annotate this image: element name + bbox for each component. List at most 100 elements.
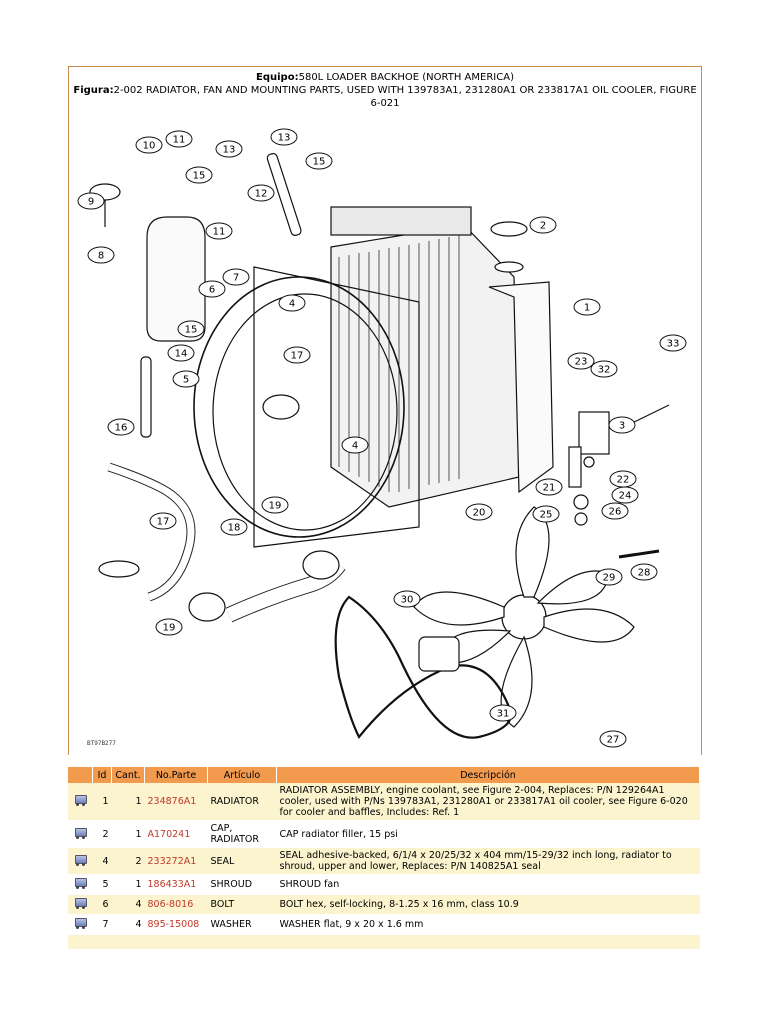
parts-table: Id Cant. No.Parte Artículo Descripción 1… [68, 767, 700, 950]
shopping-cart-icon[interactable] [74, 827, 87, 839]
equipment-line: Equipo:580L LOADER BACKHOE (NORTH AMERIC… [256, 72, 514, 83]
row-cart-cell[interactable] [68, 874, 93, 895]
row-qty: 4 [111, 894, 145, 915]
radiator-side-tank [488, 281, 554, 494]
row-cart-cell[interactable] [68, 820, 93, 848]
callout-bubble [247, 184, 275, 202]
callout-bubble [198, 280, 226, 298]
row-qty: 4 [111, 914, 145, 935]
shopping-cart-icon[interactable] [74, 897, 87, 909]
figure-line: Figura:2-002 RADIATOR, FAN AND MOUNTING … [73, 85, 697, 109]
callout-number: 28 [638, 568, 651, 579]
callout-number: 15 [185, 325, 198, 336]
callout-bubble [165, 130, 193, 148]
callout-number: 18 [228, 523, 241, 534]
callout-bubble [107, 418, 135, 436]
callout-bubble [77, 192, 105, 210]
callout-number: 13 [278, 133, 291, 144]
row-cart-cell[interactable] [68, 894, 93, 915]
row-part-number-link[interactable]: 234876A1 [144, 783, 208, 821]
callout-number: 17 [291, 351, 304, 362]
callout-bubble [149, 512, 177, 530]
figure-frame: Equipo:580L LOADER BACKHOE (NORTH AMERIC… [68, 66, 702, 755]
row-part-number-link[interactable]: 806-8016 [144, 894, 208, 915]
row-id: 5 [92, 874, 112, 895]
row-description: CAP radiator filler, 15 psi [276, 820, 700, 848]
shopping-cart-icon[interactable] [74, 794, 87, 806]
callout-labels: 1011131591211867415145171617191819131521… [77, 128, 687, 748]
callout-bubble [535, 478, 563, 496]
callout-number: 11 [213, 227, 226, 238]
row-cart-cell[interactable] [68, 914, 93, 935]
callout-bubble [270, 128, 298, 146]
callout-bubble [659, 334, 687, 352]
callout-bubble [611, 486, 639, 504]
callout-bubble [177, 320, 205, 338]
callout-bubble [205, 222, 233, 240]
row-description: WASHER flat, 9 x 20 x 1.6 mm [276, 914, 700, 935]
row-part-number-link[interactable]: 895-15008 [144, 914, 208, 935]
callout-bubble [261, 496, 289, 514]
callout-bubble [283, 346, 311, 364]
row-qty: 1 [111, 820, 145, 848]
callout-bubble [489, 704, 517, 722]
callout-bubble [185, 166, 213, 184]
row-qty: 1 [111, 783, 145, 821]
overflow-bottle [146, 216, 206, 342]
callout-number: 32 [598, 365, 611, 376]
callout-bubble [305, 152, 333, 170]
callout-number: 6 [209, 285, 215, 296]
callout-number: 4 [289, 299, 295, 310]
callout-number: 33 [667, 339, 680, 350]
shopping-cart-icon[interactable] [74, 877, 87, 889]
callout-number: 16 [115, 423, 128, 434]
callout-number: 3 [619, 421, 625, 432]
callout-bubble [341, 436, 369, 454]
row-part-number-link[interactable]: 186433A1 [144, 874, 208, 895]
row-item: WASHER [207, 914, 277, 935]
callout-bubble [529, 216, 557, 234]
col-part-number: No.Parte [144, 767, 208, 783]
callout-number: 24 [619, 491, 632, 502]
row-part-number-link[interactable]: A170241 [144, 820, 208, 848]
callout-number: 1 [584, 303, 590, 314]
callout-bubble [630, 563, 658, 581]
col-description: Descripción [276, 767, 700, 783]
row-id: 6 [92, 894, 112, 915]
callout-number: 31 [497, 709, 510, 720]
col-id: Id [92, 767, 112, 783]
callout-bubble [135, 136, 163, 154]
row-id: 1 [92, 783, 112, 821]
callout-number: 13 [223, 145, 236, 156]
callout-number: 17 [157, 517, 170, 528]
row-id: 7 [92, 914, 112, 935]
shopping-cart-icon[interactable] [74, 854, 87, 866]
row-item: SEAL [207, 847, 277, 875]
exploded-parts-diagram: 1011131591211867415145171617191819131521… [77, 128, 687, 748]
shopping-cart-icon[interactable] [74, 917, 87, 929]
callout-bubble [87, 246, 115, 264]
callout-number: 4 [352, 441, 358, 452]
callout-bubble [601, 502, 629, 520]
row-cart-cell[interactable] [68, 847, 93, 875]
callout-bubble [155, 618, 183, 636]
callout-bubble [573, 298, 601, 316]
row-part-number-link[interactable]: 233272A1 [144, 847, 208, 875]
col-icon [68, 767, 93, 783]
row-item: BOLT [207, 894, 277, 915]
callout-bubble [595, 568, 623, 586]
callout-number: 11 [173, 135, 186, 146]
figure-header: Equipo:580L LOADER BACKHOE (NORTH AMERIC… [69, 71, 701, 110]
row-cart-cell[interactable] [68, 783, 93, 821]
callout-number: 15 [313, 157, 326, 168]
callout-number: 27 [607, 735, 620, 746]
callout-number: 22 [617, 475, 630, 486]
callout-number: 30 [401, 595, 414, 606]
